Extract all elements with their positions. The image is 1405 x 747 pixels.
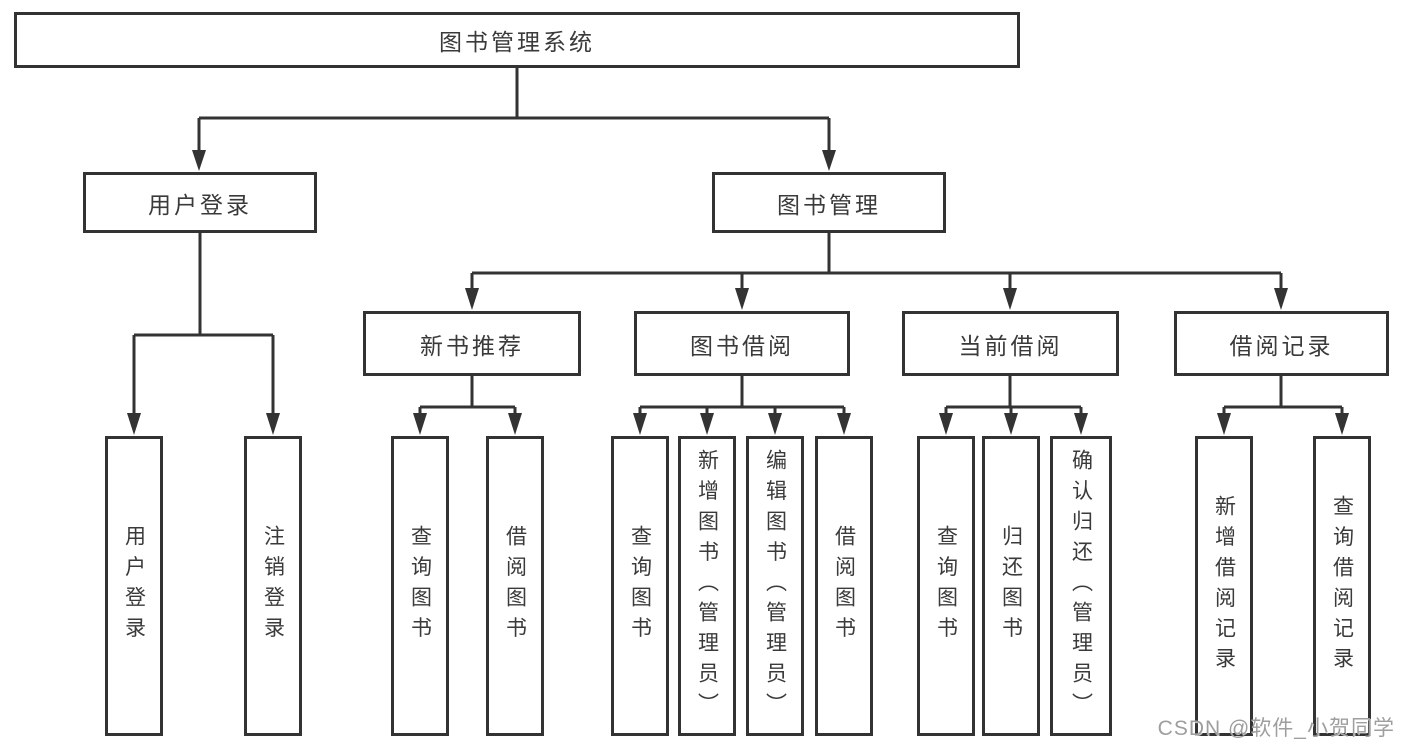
arrowhead-icon — [127, 413, 141, 435]
leaf-cb-return-books: 归还图书 — [982, 436, 1040, 736]
edge-line — [638, 376, 846, 415]
leaf-cb-query-books: 查询图书 — [917, 436, 975, 736]
leaf-br-add-borrow-record: 新增借阅记录 — [1195, 436, 1253, 736]
arrowhead-icon — [822, 150, 836, 171]
arrowhead-icon — [1274, 288, 1288, 310]
arrowhead-icon — [192, 150, 206, 171]
node-new-book-recommend: 新书推荐 — [363, 311, 581, 376]
leaf-nb-borrow-books: 借阅图书 — [486, 436, 544, 736]
arrowhead-icon — [1074, 413, 1088, 435]
leaf-br-query-borrow-record: 查询借阅记录 — [1313, 436, 1371, 736]
edges-login-to-leaves — [127, 233, 280, 435]
arrowhead-icon — [768, 413, 782, 435]
arrowhead-icon — [266, 413, 280, 435]
leaf-bb-borrow-books: 借阅图书 — [815, 436, 873, 736]
leaf-cb-confirm-return-admin: 确认归还（管理员） — [1050, 436, 1112, 736]
edge-line — [1222, 376, 1344, 415]
edges-root-to-level2 — [192, 68, 836, 171]
edge-line — [470, 233, 1283, 290]
arrowhead-icon — [1004, 413, 1018, 435]
arrowhead-icon — [1217, 413, 1231, 435]
arrowhead-icon — [1003, 288, 1017, 310]
leaf-user-login: 用户登录 — [105, 436, 163, 736]
edge-line — [418, 376, 517, 415]
arrowhead-icon — [633, 413, 647, 435]
node-book-borrowing: 图书借阅 — [634, 311, 850, 376]
arrowhead-icon — [413, 413, 427, 435]
arrowhead-icon — [465, 288, 479, 310]
arrowhead-icon — [508, 413, 522, 435]
arrowhead-icon — [700, 413, 714, 435]
edges-records-to-leaves — [1217, 376, 1349, 435]
leaf-bb-edit-books-admin: 编辑图书（管理员） — [746, 436, 804, 736]
edges-mgmt-to-level3 — [465, 233, 1288, 310]
edge-line — [197, 68, 831, 152]
edge-line — [132, 233, 275, 415]
leaf-nb-query-books: 查询图书 — [391, 436, 449, 736]
arrowhead-icon — [735, 288, 749, 310]
node-book-management: 图书管理 — [712, 172, 946, 233]
node-current-borrowing: 当前借阅 — [902, 311, 1119, 376]
arrowhead-icon — [1335, 413, 1349, 435]
node-user-login: 用户登录 — [83, 172, 317, 233]
node-library-management-system: 图书管理系统 — [14, 12, 1020, 68]
leaf-logout: 注销登录 — [244, 436, 302, 736]
edge-line — [944, 376, 1083, 415]
edges-bookborrow-to-leaves — [633, 376, 851, 435]
node-borrowing-records: 借阅记录 — [1174, 311, 1389, 376]
edges-currentborrow-to-leaves — [939, 376, 1088, 435]
arrowhead-icon — [837, 413, 851, 435]
leaf-bb-query-books: 查询图书 — [611, 436, 669, 736]
leaf-bb-add-books-admin: 新增图书（管理员） — [678, 436, 736, 736]
arrowhead-icon — [939, 413, 953, 435]
edges-newbooks-to-leaves — [413, 376, 522, 435]
csdn-watermark: CSDN @软件_小贺同学 — [1157, 717, 1395, 740]
